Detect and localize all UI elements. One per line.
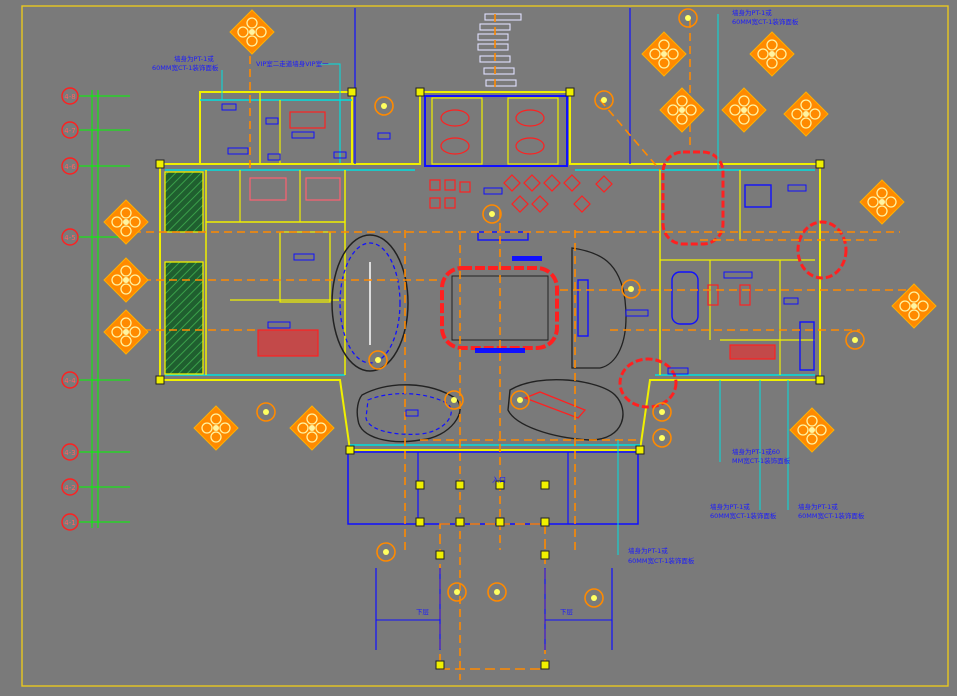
grid-axis-4-4: 4-4	[61, 371, 130, 389]
lighting-circuits	[120, 14, 920, 680]
annotation-right-1-line1: 墙身为PT-1或60	[732, 447, 780, 456]
annotation-down-right: 下层	[560, 608, 574, 616]
drawing-frame	[21, 5, 949, 687]
planter-hatched	[164, 261, 204, 375]
annotation-down-left: 下层	[416, 608, 430, 616]
grid-axis-4-7: 4-7	[61, 121, 130, 139]
grid-axis-label: 4-6	[64, 163, 76, 171]
grid-axis-4-1: 4-1	[61, 513, 130, 531]
grid-axis-label: 4-3	[64, 449, 75, 457]
annotation-vip: VIP室二走道墙身VIP室一	[256, 59, 329, 68]
building-walls	[159, 8, 821, 451]
annotation-right-3-line2: 60MM宽CT-1装饰面板	[798, 511, 865, 520]
meeting-tables	[477, 184, 815, 371]
annotation-right-2-line2: 60MM宽CT-1装饰面板	[710, 511, 777, 520]
grid-axis-label: 4-7	[64, 127, 75, 135]
entrance-region	[347, 451, 639, 670]
grid-axis-4-2: 4-2	[61, 478, 130, 496]
annotation-bottom-center-1: 墙身为PT-1或	[628, 546, 668, 555]
annotation-top-right-1: 墙身为PT-1或	[732, 8, 772, 17]
scalloped-borders	[618, 150, 848, 409]
annotation-bottom-center-2: 60MM宽CT-1装饰面板	[628, 556, 695, 565]
grid-axis-4-8: 4-8	[61, 87, 130, 105]
grid-axis-4-6: 4-6	[61, 157, 130, 175]
annotations: 墙身为PT-1或 60MM宽CT-1装饰面板 VIP室二走道墙身VIP室一 墙身…	[152, 8, 865, 616]
annotation-entrance: 入口	[492, 476, 506, 484]
grid-axis-label: 4-4	[64, 377, 76, 385]
furniture	[249, 109, 776, 360]
grid-axis-label: 4-2	[64, 484, 75, 492]
annotation-top-left-1: 墙身为PT-1或	[174, 54, 214, 63]
grid-axis-label: 4-5	[64, 234, 75, 242]
annotation-top-left-2: 60MM宽CT-1装饰面板	[152, 63, 219, 72]
grid-axis-4-3: 4-3	[61, 443, 130, 461]
cafe-seating	[429, 174, 613, 213]
entry-steps	[477, 13, 522, 87]
annotation-top-right-2: 60MM宽CT-1装饰面板	[732, 17, 799, 26]
organic-zones	[331, 234, 627, 443]
grid-axis-label: 4-8	[64, 93, 75, 101]
annotation-right-3-line1: 墙身为PT-1或	[798, 502, 838, 511]
room-tags	[221, 103, 807, 417]
annotation-right-2-line1: 墙身为PT-1或	[710, 502, 750, 511]
grid-axis-labels: 4-8 4-7 4-6 4-5 4-4 4-3	[61, 87, 130, 531]
leader-lines	[221, 14, 789, 555]
planter-hatched	[164, 171, 204, 233]
annotation-right-1-line2: MM宽CT-1装饰面板	[732, 456, 791, 465]
grid-axis-label: 4-1	[64, 519, 75, 527]
